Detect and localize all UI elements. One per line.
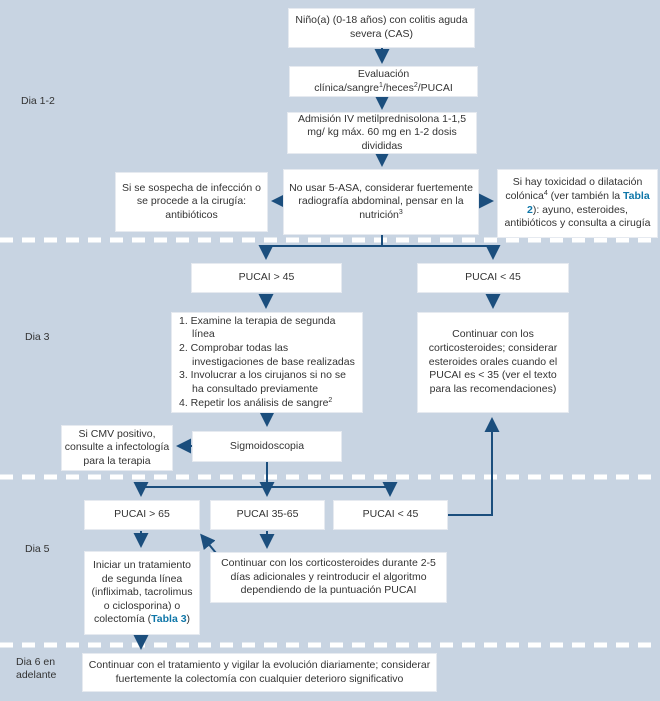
no-5asa-part1: No usar 5-ASA, considerar fuertemente ra… bbox=[289, 181, 473, 221]
step-item-1: 1. Examine la terapia de segunda línea bbox=[179, 314, 336, 341]
node-infection-antibiotics: Si se sospecha de infección o se procede… bbox=[115, 172, 268, 232]
node-sigmoidoscopy: Sigmoidoscopia bbox=[192, 431, 342, 462]
node-day6-monitoring: Continuar con el tratamiento y vigilar l… bbox=[82, 653, 437, 692]
node-no-5asa: No usar 5-ASA, considerar fuertemente ra… bbox=[283, 169, 479, 235]
node-admission-text: Admisión IV metilprednisolona 1-1,5 mg/ … bbox=[297, 112, 467, 152]
node-pucai-lt45-day5-text: PUCAI < 45 bbox=[362, 508, 419, 521]
toxicity-part1: Si hay toxicidad o dilatación colónica bbox=[505, 176, 643, 202]
evaluation-part2: /heces bbox=[382, 81, 414, 94]
node-admission-methylprednisolone: Admisión IV metilprednisolona 1-1,5 mg/ … bbox=[287, 112, 477, 154]
node-no-5asa-text: No usar 5-ASA, considerar fuertemente ra… bbox=[289, 182, 473, 223]
node-start-cas: Niño(a) (0-18 años) con colitis aguda se… bbox=[288, 8, 475, 48]
node-cmv-positive-text: Si CMV positivo, consulte a infectología… bbox=[64, 427, 170, 467]
node-toxicity-dilation: Si hay toxicidad o dilatación colónica4 … bbox=[497, 169, 658, 238]
step-item-3: 3. Involucrar a los cirujanos si no se h… bbox=[179, 369, 346, 395]
evaluation-part3: /PUCAI bbox=[417, 81, 453, 94]
node-cmv-positive: Si CMV positivo, consulte a infectología… bbox=[61, 425, 173, 471]
toxicity-part3: ): ayuno, esteroides, antibióticos y con… bbox=[504, 203, 651, 230]
node-toxicity-text: Si hay toxicidad o dilatación colónica4 … bbox=[503, 176, 652, 231]
node-continue-corticosteroids-text: Continuar con los corticosteroides; cons… bbox=[428, 328, 558, 395]
day-label-5: Dia 5 bbox=[25, 543, 50, 555]
node-pucai-gt45-text: PUCAI > 45 bbox=[238, 271, 295, 284]
second-line-part1: Iniciar un tratamiento de segunda línea … bbox=[91, 558, 193, 626]
node-day6-monitoring-text: Continuar con el tratamiento y vigilar l… bbox=[88, 658, 431, 685]
step-item-4-text: 4. Repetir los análisis de sangre bbox=[179, 396, 329, 409]
node-pucai-lt45-day5: PUCAI < 45 bbox=[333, 500, 448, 530]
node-pucai-lt45-text: PUCAI < 45 bbox=[465, 271, 521, 284]
node-continue-corticosteroids: Continuar con los corticosteroides; cons… bbox=[417, 312, 569, 413]
node-continue-2-5-days-text: Continuar con los corticosteroides duran… bbox=[221, 557, 436, 597]
node-second-line-treatment: Iniciar un tratamiento de segunda línea … bbox=[84, 551, 200, 635]
node-evaluation-text: Evaluación clínica/sangre1/heces2/PUCAI bbox=[295, 68, 472, 95]
evaluation-superscript2: 2 bbox=[413, 81, 418, 89]
toxicity-superscript: 4 bbox=[543, 189, 548, 197]
node-infection-text: Si se sospecha de infección o se procede… bbox=[122, 181, 261, 221]
node-sigmoidoscopy-text: Sigmoidoscopia bbox=[229, 439, 305, 452]
node-pucai-35-65: PUCAI 35-65 bbox=[210, 500, 325, 530]
day-label-3: Dia 3 bbox=[25, 331, 50, 343]
node-evaluation: Evaluación clínica/sangre1/heces2/PUCAI bbox=[289, 66, 478, 97]
node-pucai-gt65-text: PUCAI > 65 bbox=[114, 508, 170, 521]
evaluation-superscript1: 1 bbox=[379, 81, 383, 89]
arrow-continue-to-pucai65 bbox=[200, 533, 217, 554]
node-day3-steps: 1. Examine la terapia de segunda línea 2… bbox=[171, 312, 363, 413]
arrow-pucailt45d5-to-cortico bbox=[448, 417, 500, 516]
toxicity-part2: (ver también la bbox=[547, 189, 624, 202]
node-pucai-lt45: PUCAI < 45 bbox=[417, 263, 569, 293]
node-start-cas-text: Niño(a) (0-18 años) con colitis aguda se… bbox=[295, 14, 468, 40]
node-pucai-35-65-text: PUCAI 35-65 bbox=[236, 508, 299, 521]
tabla-2-link[interactable]: Tabla 2 bbox=[527, 189, 650, 216]
second-line-part2: ) bbox=[186, 613, 191, 626]
node-day3-steps-list: 1. Examine la terapia de segunda línea 2… bbox=[179, 315, 355, 410]
no-5asa-superscript: 3 bbox=[398, 208, 403, 216]
day-label-1-2: Dia 1-2 bbox=[21, 95, 55, 107]
tabla-3-link[interactable]: Tabla 3 bbox=[151, 613, 187, 626]
split-day3-connector bbox=[266, 235, 493, 247]
step-item-4-superscript: 2 bbox=[328, 396, 333, 404]
node-pucai-gt65: PUCAI > 65 bbox=[84, 500, 200, 530]
day-label-6-line1: Dia 6 en bbox=[16, 656, 56, 668]
evaluation-part1: Evaluación clínica/sangre bbox=[314, 67, 410, 94]
day-label-6-onward: Dia 6 en adelante bbox=[16, 656, 80, 682]
step-item-2: 2. Comprobar todas las investigaciones d… bbox=[179, 342, 355, 368]
step-item-4: 4. Repetir los análisis de sangre2 bbox=[179, 397, 355, 411]
node-pucai-gt45: PUCAI > 45 bbox=[191, 263, 342, 293]
node-second-line-text: Iniciar un tratamiento de segunda línea … bbox=[90, 559, 194, 627]
day-label-6-line2: adelante bbox=[16, 669, 57, 682]
node-continue-2-5-days: Continuar con los corticosteroides duran… bbox=[210, 552, 447, 603]
